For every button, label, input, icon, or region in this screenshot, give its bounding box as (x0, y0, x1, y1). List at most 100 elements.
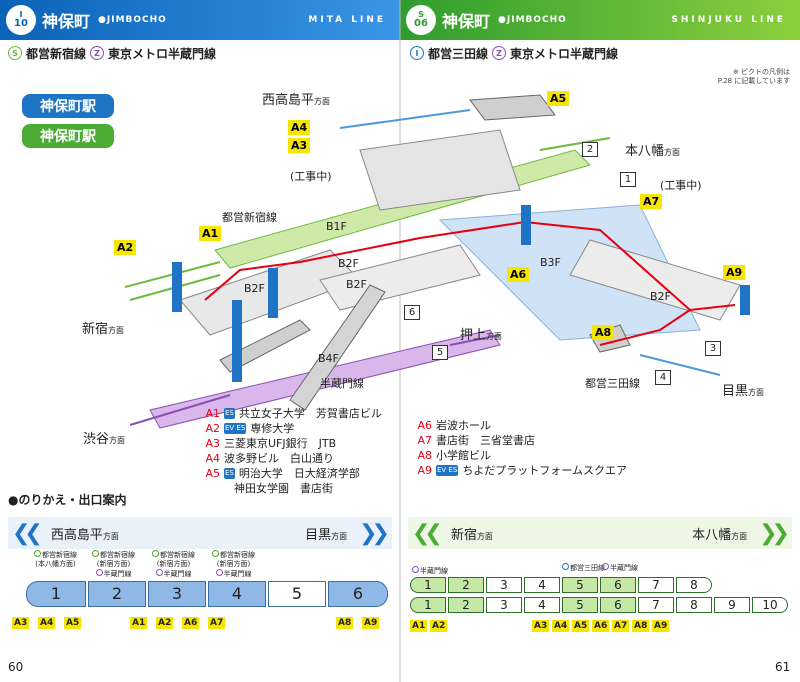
exit-tag: A3 (532, 620, 550, 632)
right-from: 新宿方面 (450, 527, 493, 543)
hanzomon-line-icon: Z (492, 46, 507, 60)
platform-number: 1 (620, 172, 636, 187)
exit-tag: A4 (38, 617, 56, 629)
left-direction-bar: ❮❮ 西高島平方面 目黒方面 ❯❯ (8, 517, 392, 549)
floor-b2f: B2F (346, 278, 367, 291)
station-number-badge: I 10 (6, 5, 36, 35)
chevron-left-icon: ❮❮ (412, 520, 443, 546)
train-car-2: 2 (88, 581, 146, 607)
direction-arrow (449, 334, 501, 346)
train-car: 1 (410, 597, 446, 613)
shinjuku-line-label: 都営新宿線 (222, 211, 277, 224)
exit-a8-label: A8 (592, 325, 615, 340)
direction-arrow (339, 109, 471, 129)
platform-number: 6 (404, 305, 420, 320)
exit-tag: A6 (592, 620, 610, 632)
train-car: 10 (752, 597, 788, 613)
hanzomon-line-label: 半蔵門線 (320, 377, 364, 390)
direction-oshiage: 押上方面 (460, 328, 503, 343)
direction-arrow (639, 354, 721, 376)
exit-tag: A5 (572, 620, 590, 632)
train-car: 4 (524, 597, 560, 613)
platform-number: 4 (655, 370, 671, 385)
construction-note: (工事中) (290, 170, 332, 183)
exit-tag: A2 (156, 617, 174, 629)
floor-b4f: B4F (318, 352, 339, 365)
station-romaji: ●JIMBOCHO (498, 15, 567, 25)
station-name: 神保町 (442, 12, 491, 31)
mita-line-header: I 10 神保町 ●JIMBOCHO MITA LINE (0, 0, 400, 40)
train-car-3: 3 (148, 581, 206, 607)
train-car: 2 (448, 597, 484, 613)
exit-a6-label: A6 (507, 267, 530, 282)
right-direction-bar: ❮❮ 新宿方面 本八幡方面 ❯❯ (408, 517, 792, 549)
exit-a4-label: A4 (288, 120, 311, 135)
chevron-right-icon: ❯❯ (759, 520, 790, 546)
transfer-lines-right: I 都営三田線 Z 東京メトロ半蔵門線 (410, 42, 618, 64)
left-from: 西高島平方面 (50, 527, 119, 543)
mita-platform-b3f (438, 204, 701, 341)
elevator-shaft (172, 262, 182, 312)
direction-shinjuku: 新宿方面 (82, 322, 125, 337)
exit-tag: A1 (130, 617, 148, 629)
station-name: 神保町 (42, 12, 91, 31)
train-car: 8 (676, 597, 712, 613)
platform-number: 5 (432, 345, 448, 360)
elevator-shaft (521, 205, 531, 245)
left-to: 目黒方面 (305, 527, 348, 543)
exit-a7-label: A7 (640, 194, 663, 209)
shinjuku-station-pill: 神保町駅 (22, 124, 114, 148)
exit-a5-label: A5 (547, 91, 570, 106)
legend-row: 神田女学園 書店街 (234, 482, 333, 495)
stairs (469, 94, 556, 121)
transfer-pin: 都営新宿線(本八幡方面) (34, 550, 77, 568)
exit-tag: A7 (612, 620, 630, 632)
direction-nishitakashimadaira: 西高島平方面 (262, 93, 331, 108)
direction-arrow (129, 394, 231, 426)
floor-b1f: B1F (326, 220, 347, 233)
exit-tag: A6 (182, 617, 200, 629)
concourse-b2f-center (319, 244, 481, 311)
line-name: MITA LINE (308, 15, 386, 25)
elevator-shaft (232, 300, 242, 382)
platform-number: 3 (705, 341, 721, 356)
direction-shibuya: 渋谷方面 (83, 432, 126, 447)
stairs (219, 319, 311, 373)
transfer-pin: 都営新宿線(新宿方面)半蔵門線 (212, 550, 255, 579)
exit-tag: A8 (632, 620, 650, 632)
transfer-pin: 都営三田線 (562, 563, 605, 573)
right-to: 本八幡方面 (692, 527, 748, 543)
station-romaji: ●JIMBOCHO (98, 15, 167, 25)
exit-tag: A2 (430, 620, 448, 632)
transfer-pin: 半蔵門線 (602, 563, 638, 573)
exit-tag: A4 (552, 620, 570, 632)
train-car: 5 (562, 577, 598, 593)
elevator-shaft (268, 268, 278, 318)
exit-a2-label: A2 (114, 240, 137, 255)
floor-b2f: B2F (244, 282, 265, 295)
train-car: 6 (600, 597, 636, 613)
line-name: SHINJUKU LINE (671, 15, 786, 25)
train-car-4: 4 (208, 581, 266, 607)
exit-tag: A7 (208, 617, 226, 629)
train-car: 7 (638, 597, 674, 613)
shinjuku-line-icon: S (8, 46, 22, 60)
exit-tag: A8 (336, 617, 354, 629)
train-car: 2 (448, 577, 484, 593)
transfer-lines-left: S 都営新宿線 Z 東京メトロ半蔵門線 (8, 42, 216, 64)
exit-a9-label: A9 (723, 265, 746, 280)
direction-arrow (539, 137, 611, 151)
train-car-5: 5 (268, 581, 326, 607)
station-number-badge: S 06 (406, 5, 436, 35)
exit-a1-label: A1 (199, 226, 222, 241)
exit-a3-label: A3 (288, 138, 311, 153)
